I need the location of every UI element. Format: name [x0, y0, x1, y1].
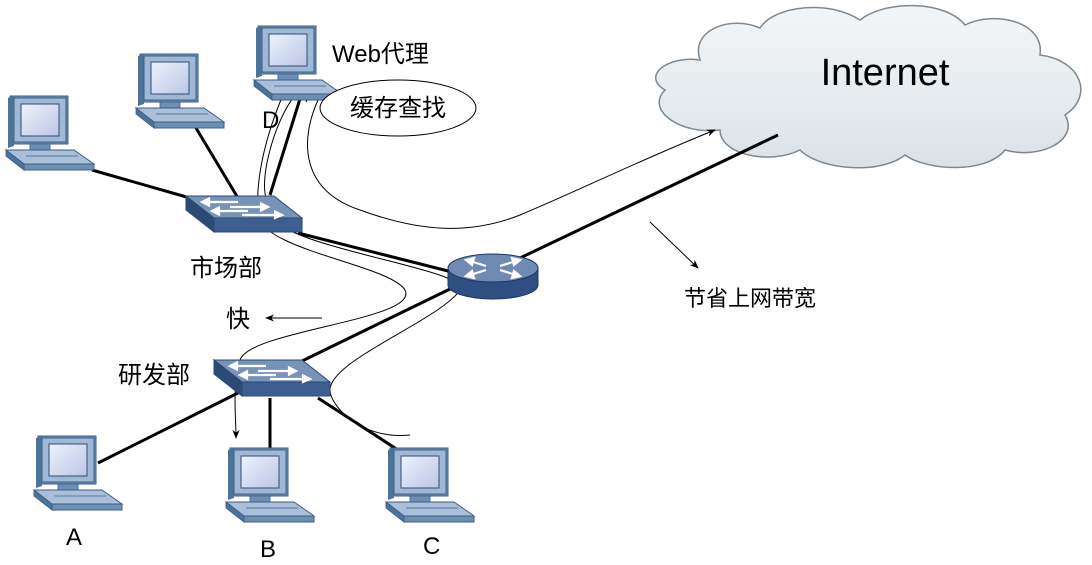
marketing-switch: [184, 194, 304, 234]
fast-label: 快: [226, 305, 250, 333]
rnd-switch: [212, 358, 332, 398]
pc-marketing-middle: [135, 53, 225, 129]
save-bandwidth-label: 节省上网带宽: [684, 287, 816, 312]
pc-d-web-proxy: [253, 25, 343, 101]
pc-a: [33, 435, 123, 511]
pc-label-d: D: [262, 107, 279, 134]
internet-label: Internet: [821, 52, 950, 94]
dept-marketing-label: 市场部: [190, 254, 262, 282]
pc-label-b: B: [260, 536, 276, 563]
dept-rnd-label: 研发部: [118, 361, 190, 389]
pc-b: [225, 447, 315, 523]
pc-marketing-left: [5, 95, 95, 171]
router: [447, 253, 539, 300]
save-bandwidth-arrow: [649, 221, 699, 269]
pc-c: [385, 447, 475, 523]
cache-lookup-label: 缓存查找: [350, 94, 446, 122]
cache-lookup-bubble: 缓存查找: [319, 79, 477, 137]
internet-cloud: Internet: [655, 4, 1082, 169]
web-proxy-label: Web代理: [332, 41, 429, 68]
pc-label-a: A: [66, 524, 82, 551]
pc-label-c: C: [423, 533, 440, 560]
